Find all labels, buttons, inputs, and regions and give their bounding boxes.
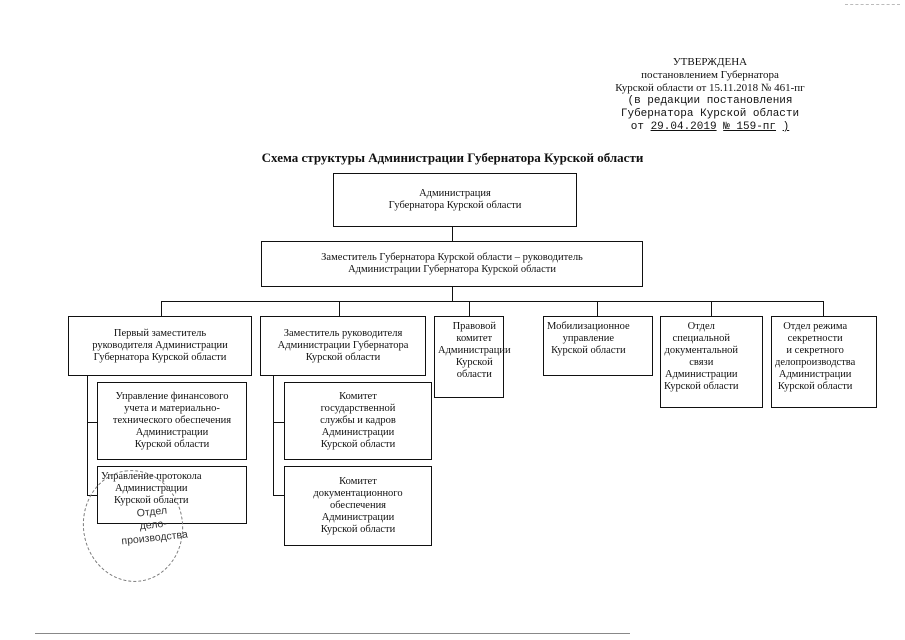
box-text: Заместитель руководителя [283, 328, 403, 339]
connector [161, 301, 162, 316]
box-text: Администрации [778, 369, 852, 380]
box-text: и секретного [786, 345, 844, 356]
box-text: Курской области [664, 381, 739, 392]
box-text: технического обеспечения [112, 415, 232, 426]
box-text: специальной [672, 333, 730, 344]
box-text: Администрации [321, 512, 395, 523]
connector [711, 301, 712, 316]
connector [469, 301, 470, 316]
connector [273, 422, 284, 423]
approval-block: УТВЕРЖДЕНА постановлением Губернатора Ку… [560, 56, 860, 134]
box-text: Первый заместитель [113, 328, 207, 339]
connector [597, 301, 598, 316]
connector [87, 495, 97, 496]
box-text: Управление протокола [101, 471, 202, 482]
box-text: Отдел режима [783, 321, 848, 332]
box-text: Курской области [777, 381, 853, 392]
connector [823, 301, 824, 316]
box-text: руководителя Администрации [92, 340, 228, 351]
approval-date: 29.04.2019 [650, 121, 717, 133]
box-text: Управление финансового [115, 391, 229, 402]
office-stamp-text: Отдел дело- производства [118, 503, 188, 549]
box-text: Заместитель Губернатора Курской области … [321, 252, 583, 263]
box-text: Администрации Губернатора Курской област… [348, 264, 556, 275]
box-text: Администрации Губернатора [277, 340, 409, 351]
box-text: Администрации [664, 369, 738, 380]
box-text: учета и материально- [124, 403, 220, 414]
box-text: управление [562, 333, 615, 344]
box-text: Курской [455, 357, 493, 368]
box-text: Администрации [321, 427, 395, 438]
box-text: Администрации [135, 427, 209, 438]
box-text: области [456, 369, 492, 380]
scan-artifact-line [845, 4, 900, 5]
box-text: Комитет [339, 391, 377, 402]
box-text: Курской области [305, 352, 381, 363]
approval-prefix: от [630, 121, 644, 133]
approval-line-3: Курской области от 15.11.2018 № 461-пг [615, 82, 805, 94]
box-text: Отдел [687, 321, 715, 332]
box-text: Курской области [551, 345, 626, 356]
box-text: государственной [320, 403, 396, 414]
box-text: Администрации [438, 345, 511, 356]
connector [452, 287, 453, 301]
box-text: обеспечения [329, 500, 387, 511]
box-text: Губернатора Курской области [388, 200, 522, 211]
connector [161, 301, 823, 302]
box-text: Курской области [320, 524, 396, 535]
approval-line-4: (в редакции постановления [627, 95, 793, 107]
box-text: Губернатора Курской области [93, 352, 227, 363]
box-text: Мобилизационное [547, 321, 630, 332]
box-text: связи [689, 357, 714, 368]
box-text: Курской области [320, 439, 396, 450]
connector [452, 227, 453, 241]
box-text: делопроизводства [775, 357, 856, 368]
box-text: Администрация [419, 188, 491, 199]
connector [87, 422, 97, 423]
connector [273, 376, 274, 496]
connector [87, 376, 88, 496]
approval-number: № 159-пг [723, 121, 777, 133]
box-text: секретности [787, 333, 843, 344]
connector [273, 495, 284, 496]
approval-line-5: Губернатора Курской области [620, 108, 800, 120]
connector [339, 301, 340, 316]
box-deputy-governor-head: Заместитель Губернатора Курской области … [261, 241, 643, 287]
box-text: комитет [456, 333, 493, 344]
page-title: Схема структуры Администрации Губернатор… [261, 150, 644, 165]
box-text: Комитет [339, 476, 377, 487]
box-text: Курской области [114, 495, 189, 506]
scan-bottom-line [35, 633, 630, 634]
box-text: документационного [313, 488, 403, 499]
box-text: службы и кадров [320, 415, 396, 426]
approval-line-1: УТВЕРЖДЕНА [672, 56, 748, 68]
box-text: Правовой [452, 321, 496, 332]
box-text: документальной [664, 345, 739, 356]
box-text: Администрации [114, 483, 188, 494]
approval-line-6: от 29.04.2019 № 159-пг ) [560, 121, 860, 134]
approval-suffix: ) [782, 121, 790, 133]
box-text: Курской области [134, 439, 210, 450]
approval-line-2: постановлением Губернатора [641, 69, 779, 81]
